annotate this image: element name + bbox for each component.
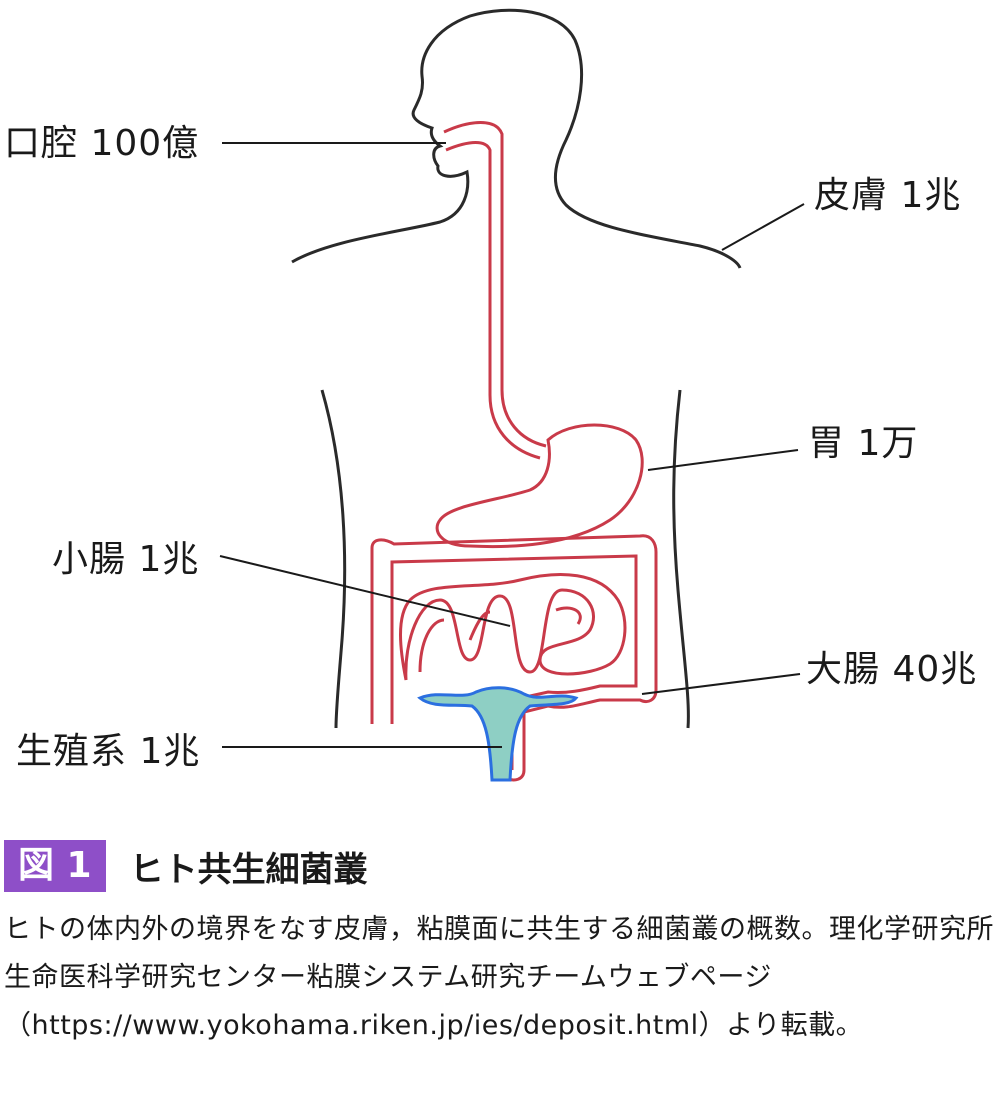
small-intestine-leader: [219, 555, 511, 627]
label-large-intestine: 大腸 40兆: [806, 649, 978, 690]
figure-title: ヒト共生細菌叢: [129, 849, 368, 890]
stomach: [435, 423, 644, 549]
head-outline: [291, 8, 742, 269]
large-intestine-leader: [641, 673, 801, 695]
label-stomach: 胃 1万: [808, 423, 919, 464]
figure-caption: ヒトの体内外の境界をなす皮膚，粘膜面に共生する細菌叢の概数。理化学研究所生命医科…: [4, 914, 994, 1041]
label-reproductive: 生殖系 1兆: [16, 731, 201, 772]
label-skin: 皮膚 1兆: [814, 175, 962, 216]
reproductive-tract: [417, 686, 579, 782]
torso-left-outline: [320, 389, 347, 729]
label-oral: 口腔 100億: [4, 123, 200, 164]
skin-leader: [721, 203, 805, 251]
label-small-intestine: 小腸 1兆: [52, 539, 200, 580]
stomach-leader: [647, 449, 799, 471]
torso-right-outline: [672, 389, 690, 729]
large-intestine: [370, 534, 658, 782]
figure-number-badge: 図 1: [4, 840, 106, 892]
gut-microbiota-diagram: [219, 8, 805, 782]
esophagus: [443, 121, 547, 460]
small-intestine: [399, 573, 627, 681]
figure-heading: 図 1 ヒト共生細菌叢: [0, 836, 368, 896]
